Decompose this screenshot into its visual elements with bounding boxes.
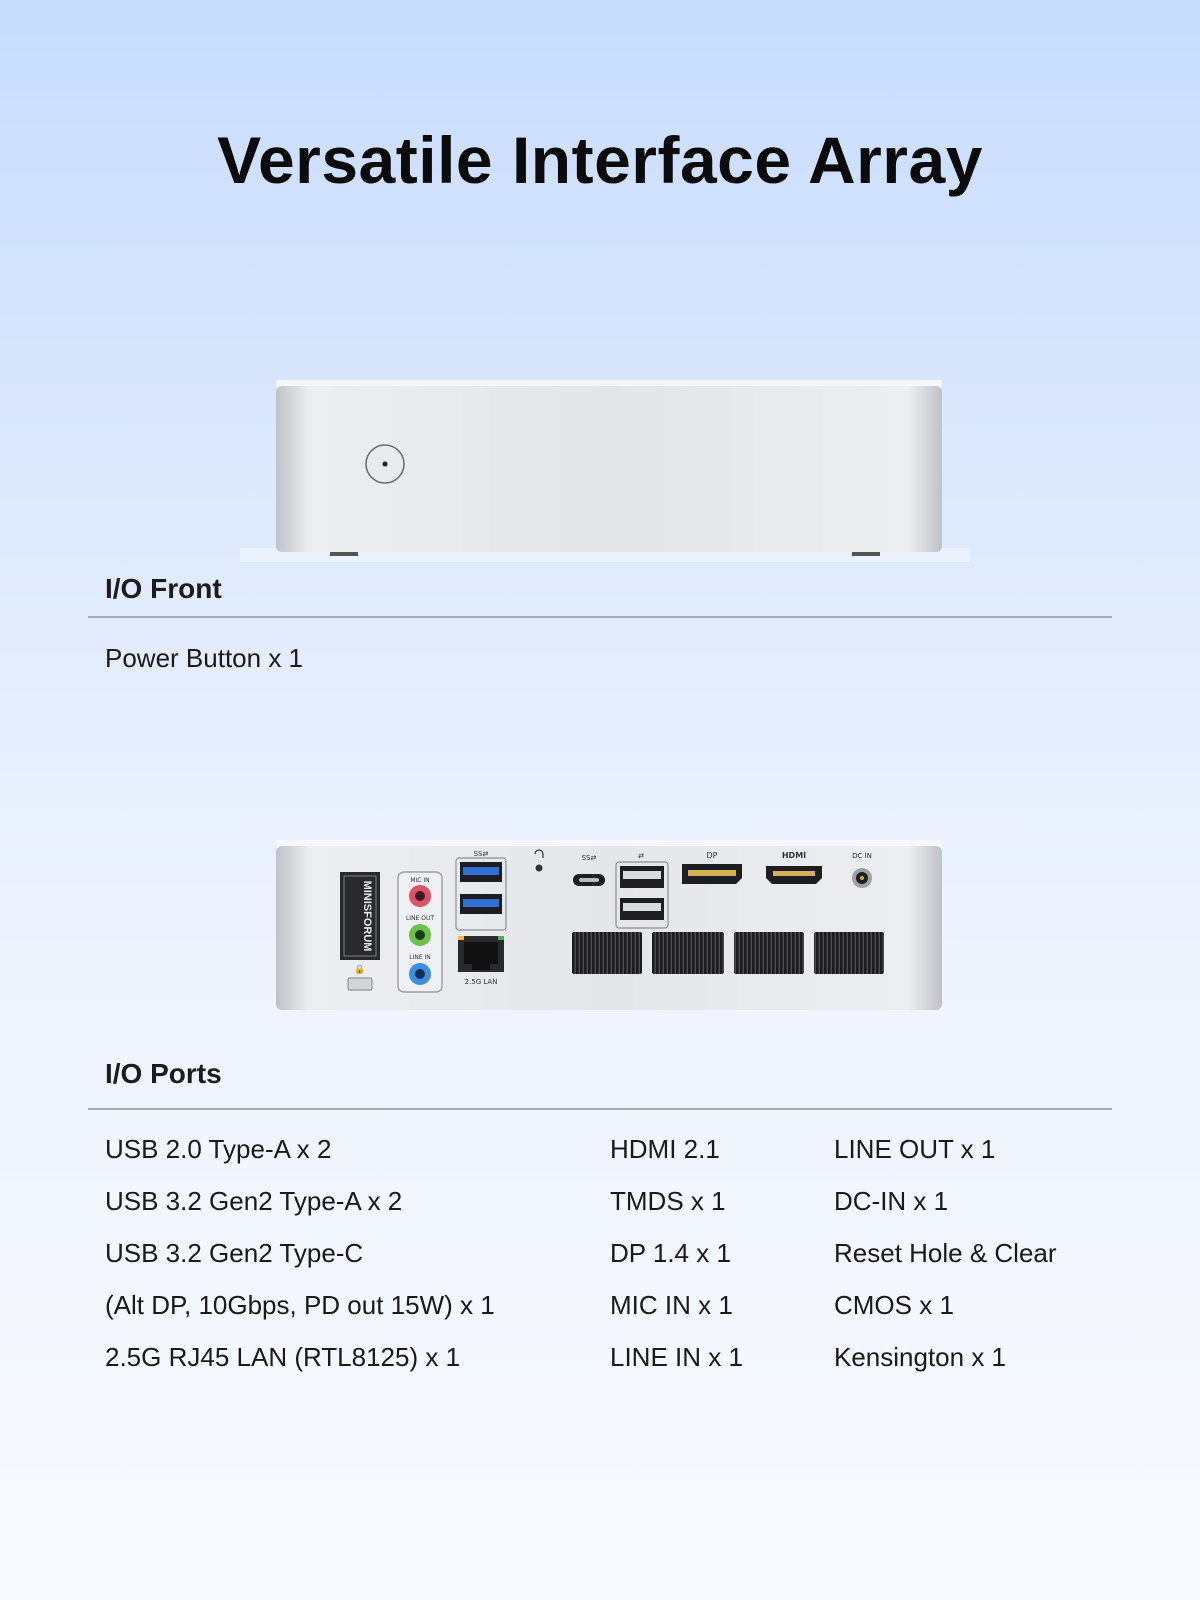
port-spec: USB 3.2 Gen2 Type-C — [105, 1238, 364, 1268]
port-spec: CMOS x 1 — [834, 1290, 954, 1320]
mic-in-label: MIC IN — [410, 877, 429, 884]
lan-label: 2.5G LAN — [465, 978, 498, 986]
port-spec: LINE OUT x 1 — [834, 1134, 996, 1164]
usb3-label: SS⇄ — [474, 850, 489, 858]
port-spec: DC-IN x 1 — [834, 1186, 949, 1216]
lan-port — [458, 936, 504, 972]
usb-3-port — [460, 894, 502, 914]
port-spec: HDMI 2.1 — [610, 1134, 720, 1164]
front-item: Power Button x 1 — [105, 643, 303, 673]
divider — [88, 1108, 1112, 1110]
port-spec: USB 3.2 Gen2 Type-A x 2 — [105, 1186, 403, 1216]
hdmi-port — [766, 866, 822, 884]
dp-label: DP — [707, 851, 718, 860]
brand-text: MINISFORUM — [361, 881, 373, 952]
device-front-view — [240, 380, 970, 580]
line-out-label: LINE OUT — [406, 915, 434, 922]
port-spec: Kensington x 1 — [834, 1342, 1007, 1372]
reset-hole — [534, 849, 544, 872]
section-heading-front: I/O Front — [105, 573, 222, 604]
port-spec: MIC IN x 1 — [610, 1290, 733, 1320]
dc-in-label: DC IN — [852, 852, 872, 860]
port-spec: 2.5G RJ45 LAN (RTL8125) x 1 — [105, 1342, 461, 1372]
brand-label: MINISFORUM — [340, 872, 380, 960]
port-spec: Reset Hole & Clear — [834, 1238, 1057, 1268]
usb2-label: ⇄ — [638, 852, 644, 860]
usb-3-port — [460, 862, 502, 882]
hdmi-label: HDMI — [782, 851, 806, 860]
power-button — [365, 444, 405, 484]
usbc-label: SS⇄ — [582, 854, 597, 862]
dc-in-port — [852, 868, 872, 888]
port-spec: LINE IN x 1 — [610, 1342, 743, 1372]
line-in-label: LINE IN — [409, 954, 431, 961]
divider — [88, 616, 1112, 618]
page-title: Versatile Interface Array — [217, 123, 983, 197]
line-in-jack — [409, 963, 431, 985]
vent-grille — [572, 932, 642, 974]
vent-grille — [652, 932, 724, 974]
port-spec: (Alt DP, 10Gbps, PD out 15W) x 1 — [105, 1290, 495, 1320]
displayport — [682, 864, 742, 884]
port-spec: USB 2.0 Type-A x 2 — [105, 1134, 332, 1164]
vent-grille — [814, 932, 884, 974]
section-heading-ports: I/O Ports — [105, 1058, 222, 1089]
device-rear-view: MINISFORUM 🔒 MIC IN LINE OUT LINE IN SS⇄ — [240, 840, 970, 1020]
port-spec: DP 1.4 x 1 — [610, 1238, 731, 1268]
usb-2-port — [620, 866, 664, 888]
port-spec: TMDS x 1 — [610, 1186, 726, 1216]
line-out-jack — [409, 924, 431, 946]
kensington-lock-slot: 🔒 — [347, 964, 373, 991]
vent-grille — [734, 932, 804, 974]
mic-in-jack — [409, 885, 431, 907]
usb-2-port — [620, 898, 664, 920]
svg-text:🔒: 🔒 — [354, 964, 365, 975]
usb-c-port — [573, 874, 605, 886]
